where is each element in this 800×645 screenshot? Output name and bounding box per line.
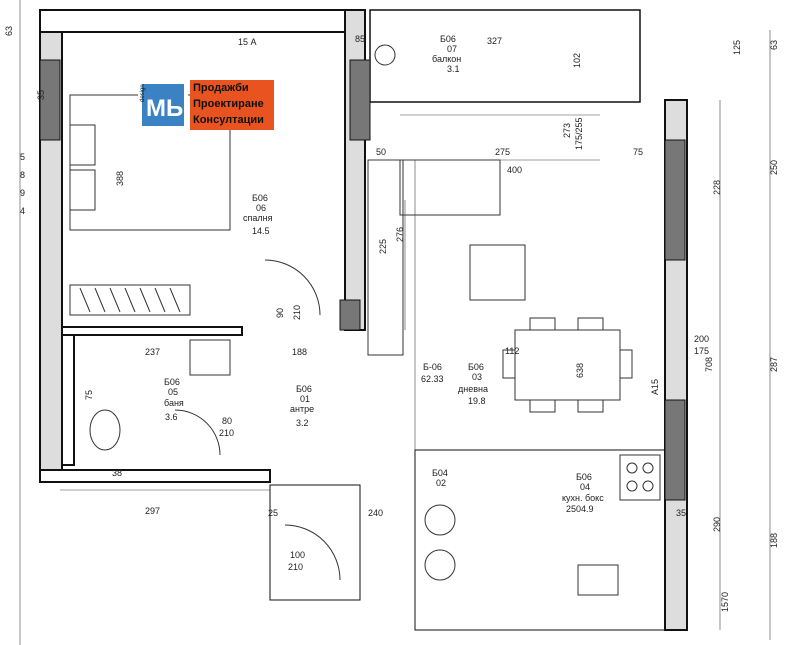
dim: 50 [376,147,386,157]
radiator [69,284,191,316]
balcony-area: 3.1 [447,64,460,74]
dim: 63 [4,26,14,36]
washing-machine [424,504,456,536]
dim: 276 [395,227,405,242]
dim: 638 [575,363,585,378]
bedroom-num: 06 [256,203,266,213]
coffee-table [469,244,526,301]
dim: 175 [694,346,709,356]
dimension-lines [19,0,771,645]
sofa [367,159,404,356]
dim: 327 [487,36,502,46]
dim: 708 [704,357,714,372]
toilet [89,409,121,451]
dim: 175/255 [574,117,584,150]
dim: 275 [495,147,510,157]
logo-mark-text: МЬ [146,95,183,122]
dim: 210 [292,305,302,320]
hall-num: 01 [300,394,310,404]
company-logo: МЬ design Продажби Проектиране Консултац… [138,80,274,130]
dim: 15 А [238,37,257,47]
unit-code: Б-06 [423,362,442,372]
logo-line-sales: Продажби [193,82,249,94]
dim: 210 [219,428,234,438]
bedroom-area: 14.5 [252,226,270,236]
living-area: 19.8 [468,396,486,406]
dim: А15 [650,379,660,395]
dim: 9 [20,188,25,198]
living-code: Б06 [468,362,484,372]
dim: 8 [20,170,25,180]
kitchen-sink [577,564,619,596]
bathroom-name: баня [164,398,184,408]
logo-line-consulting: Консултации [193,114,264,126]
logo-line-design: Проектиране [193,98,264,110]
stove [619,454,661,501]
living-name: дневна [458,384,488,394]
dim: 297 [145,506,160,516]
dim: 228 [712,180,722,195]
dining-table [514,329,621,401]
dim: 237 [145,347,160,357]
hall-area: 3.2 [296,418,309,428]
dim: 5 [20,152,25,162]
dim: 90 [275,308,285,318]
dim: 80 [222,416,232,426]
balcony-num: 07 [447,44,457,54]
columns [39,59,686,501]
dimension-labels: 15 А 327 102 125 63 63 85 35 50 275 400 … [4,26,779,612]
dim: 125 [732,40,742,55]
bedroom-code: Б06 [252,193,268,203]
hall-code: Б06 [296,384,312,394]
kitchen-name: кухн. бокс [562,493,604,503]
balcony-code: Б06 [440,34,456,44]
dim: 85 [355,34,365,44]
dim: 388 [115,171,125,186]
dim: 250 [769,160,779,175]
dim: 188 [769,533,779,548]
dim: 112 [505,346,519,356]
bedroom-name: спалня [243,213,273,223]
bathroom-num: 05 [168,387,178,397]
dim: 273 [562,123,572,138]
hall-name: антре [290,404,314,414]
dim: 75 [84,390,94,400]
bathroom-area: 3.6 [165,412,178,422]
logo-services: Продажби Проектиране Консултации [190,80,274,130]
dim: 290 [712,517,722,532]
living-num: 03 [472,372,482,382]
bathroom-code: Б06 [164,377,180,387]
bath-sink [189,339,231,376]
storage-num: 02 [436,478,446,488]
unit-area: 62.33 [421,374,444,384]
kitchen-area: 2504.9 [566,504,594,514]
dim: 102 [572,53,582,68]
logo-mark-tag: design [140,84,146,102]
furniture [69,44,661,596]
dim: 240 [368,508,383,518]
dim: 4 [20,206,25,216]
dim: 25 [268,508,278,518]
dim: 35 [676,508,686,518]
kitchen-code: Б06 [576,472,592,482]
dim: 210 [288,562,303,572]
dim: 75 [633,147,643,157]
storage-code: Б04 [432,468,448,478]
kitchen-num: 04 [580,482,590,492]
room-labels: Б06 07 балкон 3.1 Б06 06 спалня 14.5 Б06… [164,34,604,514]
dim: 225 [378,239,388,254]
dim: 100 [290,550,305,560]
dim: 287 [769,357,779,372]
balcony-name: балкон [432,54,461,64]
dim: 200 [694,334,709,344]
dim: 38 [112,468,122,478]
dim: 400 [507,165,522,175]
dim: 1570 [720,592,730,612]
dim: 63 [769,40,779,50]
dim: 188 [292,347,307,357]
dim: 35 [36,90,46,100]
logo-mark: МЬ design [138,80,188,130]
